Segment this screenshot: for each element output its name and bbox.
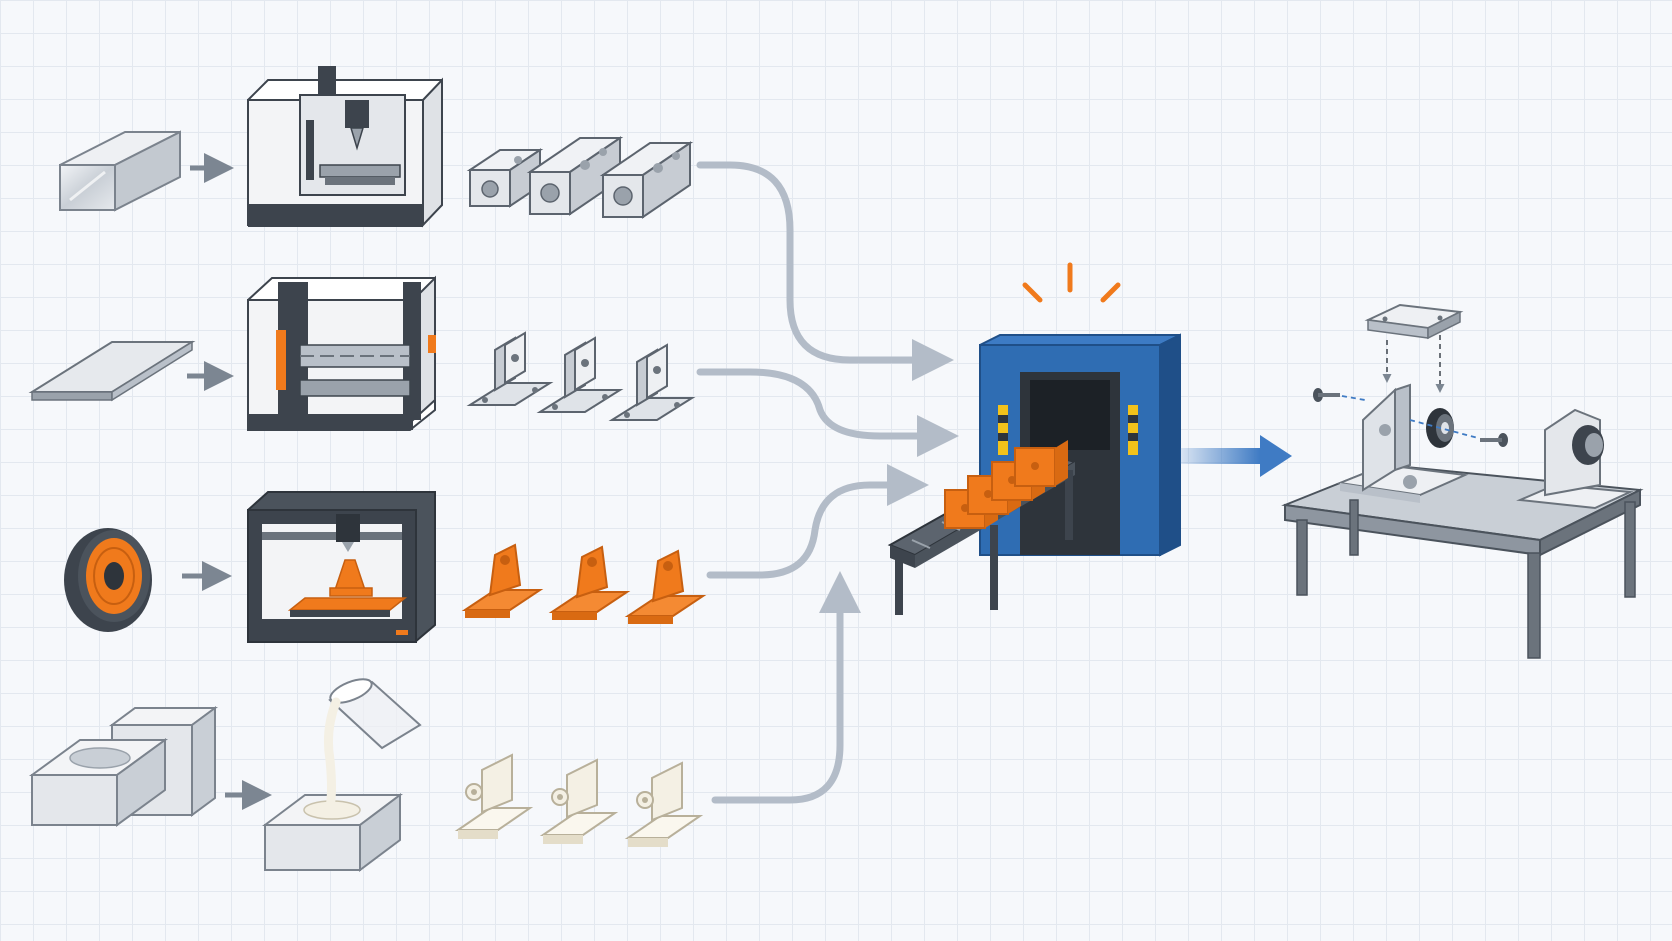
row-resin-casting	[28, 678, 704, 872]
filament-spool-icon	[64, 528, 152, 632]
flow-arrow-bending	[696, 368, 959, 457]
machined-block-parts-icon	[466, 136, 694, 219]
machined-block-part	[599, 141, 694, 219]
printed-bracket-part	[461, 543, 544, 618]
bent-bracket-part	[466, 331, 554, 406]
flow-arrows	[696, 161, 959, 804]
flow-arrow-casting	[711, 571, 861, 804]
screw-part	[1480, 433, 1508, 447]
bent-bracket-part	[536, 336, 624, 413]
cast-bracket-parts-icon	[454, 753, 704, 847]
assembly-guide-lines	[1341, 335, 1479, 439]
oven-conveyor-icon	[887, 262, 1181, 615]
flow-arrow-cnc	[696, 161, 954, 381]
silicone-mold-icon	[28, 706, 219, 827]
hazard-stripe	[998, 405, 1138, 455]
resin-pour-icon	[262, 678, 422, 872]
cast-bracket-part	[624, 761, 704, 847]
row-3d-printing	[64, 491, 707, 643]
press-brake-icon	[247, 275, 436, 431]
row-sheet-metal-bending	[28, 275, 696, 431]
screw-part	[1313, 388, 1340, 402]
row-cnc-machining	[59, 66, 694, 228]
bent-bracket-parts-icon	[466, 331, 696, 421]
printed-bracket-parts-icon	[461, 543, 707, 624]
metal-sheet-icon	[28, 340, 196, 402]
cast-bracket-part	[539, 758, 619, 844]
bent-bracket-part	[608, 343, 696, 421]
top-plate-part	[1364, 303, 1464, 340]
output-arrow	[1180, 435, 1292, 477]
assembly-table-icon	[1281, 303, 1644, 659]
orange-parts-on-conveyor	[944, 440, 1068, 529]
aluminum-block-icon	[59, 130, 181, 212]
pillow-block-part	[1516, 408, 1634, 510]
flow-arrow-printing	[706, 464, 929, 579]
heat-rays-icon	[1022, 262, 1121, 303]
3d-printer-icon	[247, 491, 436, 643]
cnc-mill-icon	[247, 66, 443, 228]
printed-bracket-part	[548, 545, 631, 620]
cast-bracket-part	[454, 753, 534, 839]
printed-bracket-part	[624, 549, 707, 624]
machined-block-part	[466, 148, 544, 208]
machined-block-part	[526, 136, 624, 216]
